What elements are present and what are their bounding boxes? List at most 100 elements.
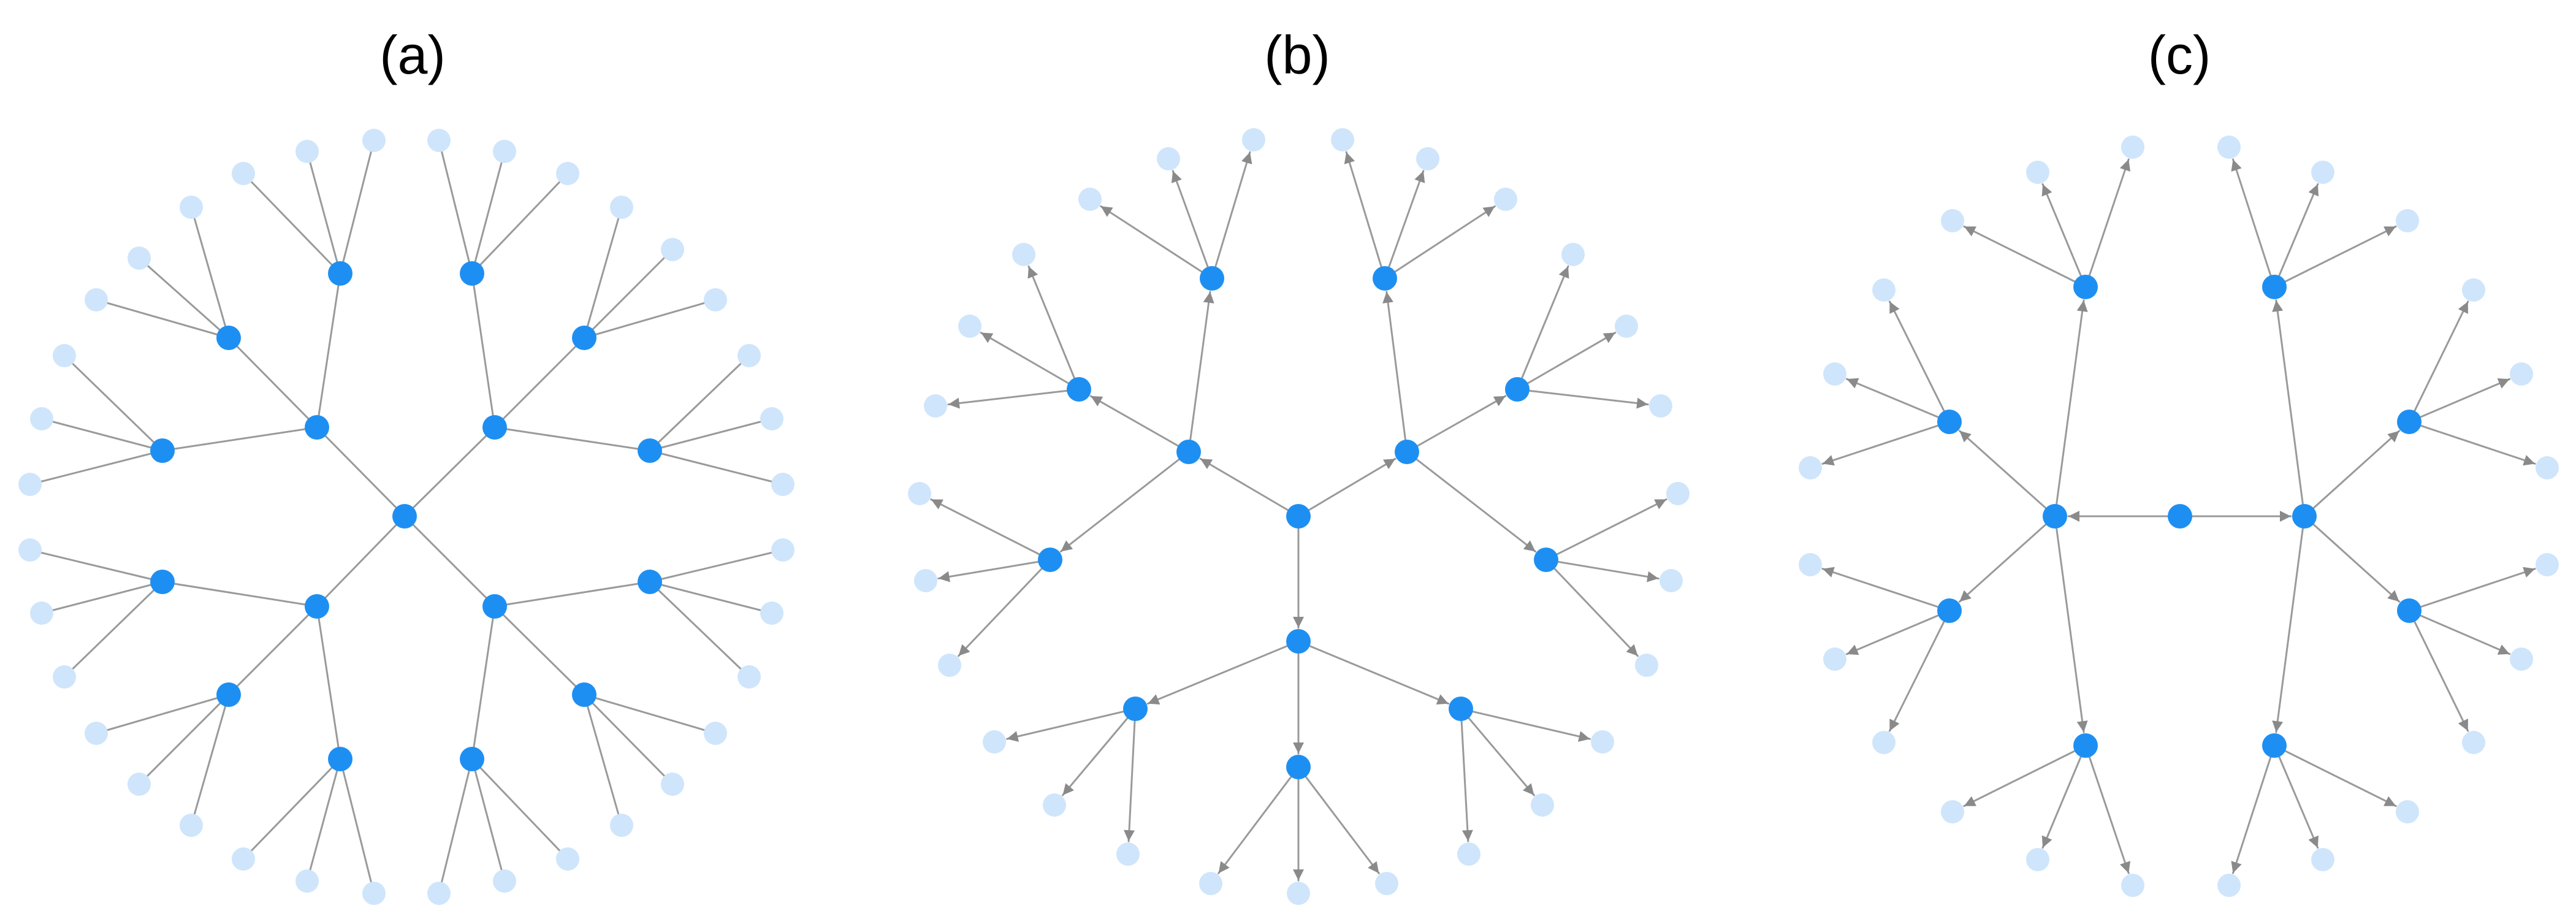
leaf-node — [610, 196, 633, 219]
branch-node — [1286, 755, 1311, 779]
leaf-node — [1331, 128, 1354, 151]
directed-edge — [2408, 567, 2536, 612]
branch-node — [1200, 266, 1224, 291]
edge — [29, 449, 164, 486]
leaf-node — [493, 140, 516, 163]
leaf-node — [295, 140, 319, 163]
directed-edge — [2273, 744, 2319, 849]
leaf-node — [30, 407, 53, 430]
leaf-node — [661, 773, 684, 796]
edge — [190, 693, 230, 827]
leaf-node — [1872, 278, 1896, 302]
leaf-node — [362, 129, 386, 152]
leaf-node — [1494, 188, 1517, 211]
leaf-node — [771, 538, 795, 562]
leaf-node — [1615, 315, 1638, 338]
leaf-node — [1457, 842, 1480, 866]
directed-edge — [1297, 457, 1397, 517]
leaf-node — [1872, 731, 1896, 754]
edge — [493, 605, 585, 696]
inner-node — [305, 415, 329, 440]
inner-node — [1176, 440, 1201, 464]
branch-node — [150, 438, 175, 463]
edge — [583, 206, 623, 339]
leaf-node — [704, 288, 727, 311]
branch-node — [216, 682, 241, 707]
directed-edge — [2084, 158, 2131, 288]
leaf-node — [1561, 243, 1585, 266]
leaf-node — [556, 847, 579, 871]
branch-node — [1373, 266, 1397, 291]
directed-edge — [2408, 609, 2469, 732]
leaf-node — [2121, 874, 2144, 897]
edge — [190, 206, 230, 339]
directed-edge — [1062, 708, 1137, 796]
directed-edge — [1382, 291, 1408, 453]
directed-edge — [2408, 609, 2511, 655]
branch-node — [2262, 733, 2287, 758]
edge — [649, 581, 750, 678]
edge — [95, 299, 230, 339]
leaf-node — [1287, 882, 1310, 905]
edges — [930, 151, 1667, 882]
inner-node — [2292, 504, 2317, 529]
directed-edge — [1958, 430, 2056, 517]
directed-edge — [2303, 515, 2401, 603]
leaf-node — [1375, 872, 1398, 895]
edge — [493, 581, 651, 608]
directed-edge — [2273, 225, 2397, 288]
leaf-node — [1531, 793, 1554, 817]
leaf-node — [914, 569, 937, 592]
leaf-node — [295, 869, 319, 893]
branch-node — [1449, 697, 1473, 721]
edge — [471, 605, 496, 760]
branch-node — [1534, 548, 1558, 572]
directed-edge — [1845, 378, 1951, 423]
leaf-node — [1591, 730, 1614, 754]
directed-edge — [980, 332, 1080, 391]
edges — [1821, 158, 2536, 874]
directed-edge — [1297, 640, 1450, 705]
leaf-node — [493, 869, 516, 893]
leaf-node — [1799, 456, 1822, 479]
leaf-node — [1157, 147, 1180, 170]
leaf-node — [1242, 128, 1265, 151]
branch-node — [1038, 548, 1062, 572]
leaf-node — [1078, 188, 1102, 211]
edge — [339, 758, 375, 895]
directed-edge — [2041, 744, 2087, 849]
edge — [316, 605, 341, 760]
leaf-node — [1823, 362, 1846, 386]
leaf-node — [1116, 842, 1140, 866]
leaf-node — [128, 246, 151, 270]
leaf-node — [180, 814, 203, 837]
panel-c-label: (c) — [2148, 25, 2211, 85]
leaf-node — [760, 601, 783, 625]
branch-node — [572, 682, 596, 707]
branch-node — [1937, 410, 1962, 434]
directed-edge — [1963, 744, 2087, 808]
directed-edge — [1516, 332, 1617, 391]
directed-edge — [1958, 515, 2056, 603]
branch-node — [328, 261, 352, 286]
leaf-node — [2026, 848, 2049, 871]
leaf-node — [1660, 569, 1683, 592]
directed-edge — [2054, 515, 2088, 733]
edge — [316, 426, 406, 517]
leaf-node — [427, 129, 451, 152]
nodes — [1799, 136, 2559, 897]
edge — [316, 515, 406, 608]
panel-a-label: (a) — [379, 25, 446, 85]
leaf-node — [704, 722, 727, 745]
leaf-node — [1666, 482, 1690, 505]
panel-b-directed-tree: (b) — [908, 25, 1690, 905]
branch-node — [638, 570, 662, 594]
directed-edge — [2054, 299, 2088, 517]
leaf-node — [2462, 731, 2485, 754]
panel-b-label: (b) — [1264, 25, 1330, 85]
edge — [40, 581, 164, 614]
branch-node — [2397, 410, 2422, 434]
directed-edge — [2303, 430, 2401, 517]
leaf-node — [661, 238, 684, 261]
